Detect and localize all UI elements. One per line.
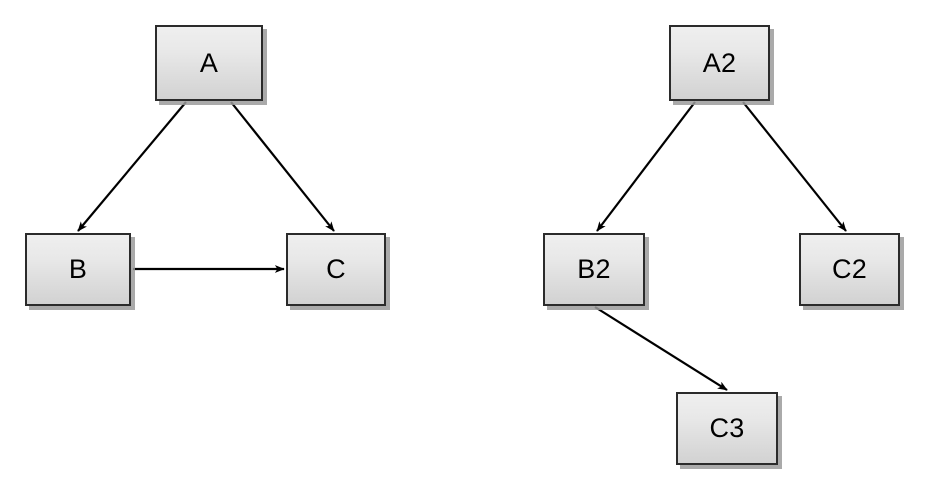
edge-a-c	[230, 101, 335, 232]
node-label: C2	[832, 254, 867, 284]
edge-a-b	[77, 101, 187, 232]
node-c[interactable]: C	[286, 233, 386, 306]
node-b2[interactable]: B2	[543, 233, 645, 306]
edge-group	[77, 101, 847, 391]
edge-a2-c2	[742, 101, 847, 232]
node-label: C	[326, 254, 346, 284]
node-c2[interactable]: C2	[799, 233, 900, 306]
node-label: B2	[577, 254, 611, 284]
edge-b2-c3	[594, 306, 728, 391]
node-a2[interactable]: A2	[669, 25, 770, 101]
node-b[interactable]: B	[25, 233, 131, 306]
edge-a2-b2	[596, 101, 696, 232]
node-label: B	[68, 254, 88, 284]
node-label: A2	[702, 47, 737, 78]
node-c3[interactable]: C3	[676, 392, 778, 465]
node-label: A	[199, 47, 219, 78]
node-label: C3	[709, 413, 745, 443]
node-a[interactable]: A	[155, 25, 263, 101]
